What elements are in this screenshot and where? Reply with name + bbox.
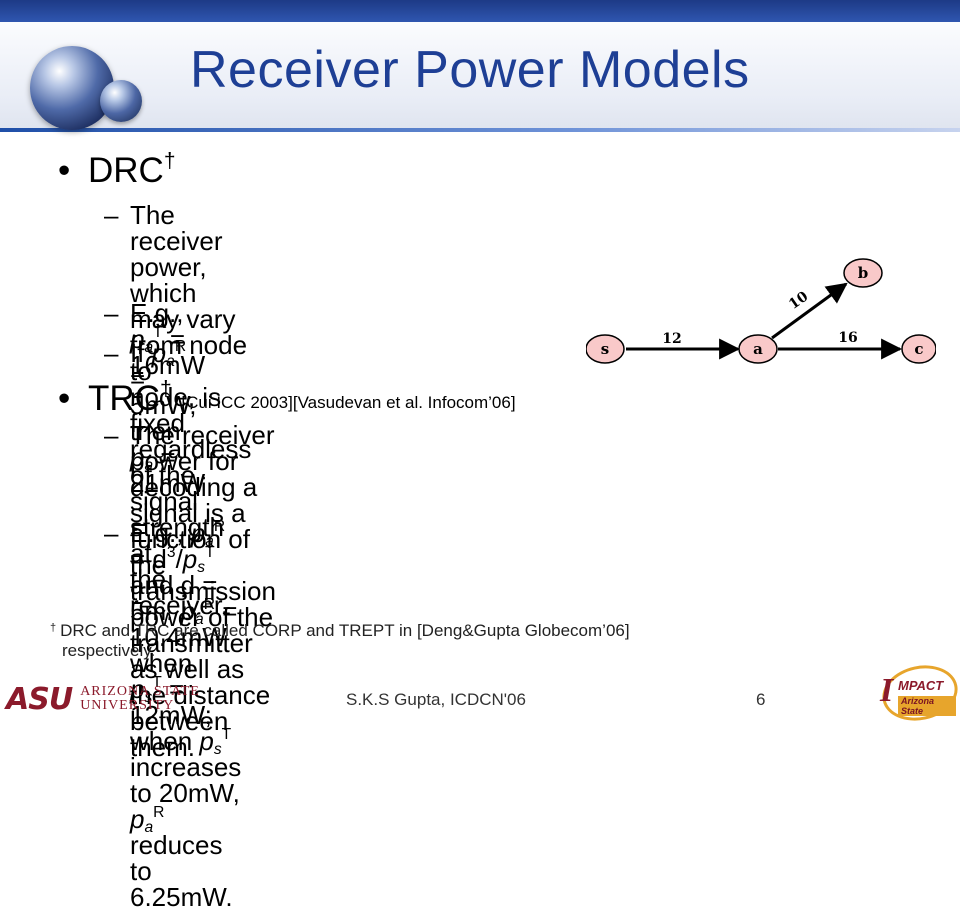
node-s-label: s [601,340,609,358]
superscript: T [152,674,162,692]
impact-logo-subtitle: Arizona State [898,696,956,716]
text-run: = 5mW, then [130,364,197,446]
node-b-label: b [858,264,869,282]
asu-logo: ASU ARIZONA STATE UNIVERSITY [6,681,200,717]
drc-label: DRC [88,151,164,190]
footnote-line-1: DRC and TRC are called CORP and TREPT in… [60,621,630,640]
footnote-line-2: respectively. [62,641,156,660]
edge-a-b-label: 10 [786,288,811,312]
edge-a-b [771,282,848,340]
bullet-drc-text: DRC† [88,149,176,190]
symbol-p: p [182,544,198,574]
text-line: The receiver power, which may vary from … [130,200,248,386]
symbol-p: p [180,596,196,626]
dagger-mark: † [163,149,176,173]
impact-logo-word: MPACT [898,678,944,693]
superscript: R [174,338,187,356]
text-line: node, is fixed regardless of the signal … [130,382,252,568]
subscript: s [144,688,153,706]
bullet-marker: • [58,379,71,418]
node-a-label: a [753,340,763,358]
decorative-orb-large [30,46,114,130]
symbol-p: p [190,518,206,548]
superscript: R [213,518,226,536]
symbol-p: p [130,442,145,472]
dash-marker: – [104,518,119,548]
text-run: and d = 5m. [130,570,218,626]
text-run: = 16mW [130,324,206,380]
dagger-mark: † [159,377,172,401]
superscript: R [153,804,165,822]
text-line: function of the transmission power of th… [130,524,276,658]
text-line: The receiver power for decoding a signal… [130,420,275,528]
superscript: 3 [166,544,176,562]
page-number: 6 [756,690,766,709]
text-run: increases to 20mW, [130,752,242,808]
header-divider [0,128,960,132]
slide-body: • DRC† – The receiver power, which may v… [50,149,936,910]
superscript: T [153,324,163,342]
text-line: E.g., paR = d3/psT and d = 5m. paR = 10.… [130,518,241,678]
superscript: T [221,726,232,744]
bullet-marker: • [58,151,71,190]
symbol-p: p [130,674,145,704]
text-run: = 21mW [130,442,206,498]
top-band [0,0,960,22]
text-line: the receiver. [130,564,229,620]
impact-logo-initial: I [880,672,894,709]
asu-logo-line-1: ARIZONA STATE [80,684,200,699]
dash-marker: – [104,338,119,368]
subscript: a [166,352,175,370]
drc-item-2-text: E.g., paT = 16mW [130,300,205,378]
slide-title: Receiver Power Models [190,41,750,99]
subscript: a [195,610,204,628]
symbol-p: p [130,324,145,354]
node-b [843,258,883,288]
text-run: = 10.4mW when [130,596,238,678]
drc-item-3-text: If paR = 5mW, then pa = 21mW [130,338,206,498]
trc-reference: [Cui ICC 2003][Vasudevan et al. Infocom’… [181,393,516,412]
text-run: / [175,544,183,574]
edge-a-c-label: 16 [838,330,857,346]
text-line: reduces to 6.25mW. [130,830,233,912]
subscript: a [144,456,154,474]
text-run: If [130,338,152,368]
symbol-p: p [130,804,145,834]
asu-logo-line-2: UNIVERSITY [80,698,175,713]
title-header [0,22,960,130]
asu-logo-letters: ASU [6,681,73,717]
node-a [738,334,778,364]
superscript: R [203,596,215,614]
footer-author: S.K.S Gupta, ICDCN'06 [346,690,526,709]
trc-item-2-text: E.g., paR = d3/psT and d = 5m. paR = 10.… [130,518,242,912]
dash-marker: – [104,298,119,328]
trc-label: TRC [88,379,160,418]
edge-s-a-label: 12 [662,331,681,347]
drc-item-1-text: The receiver power, which may vary from … [130,202,251,618]
subscript: a [144,338,154,356]
text-run: = d [130,544,167,574]
subscript: a [205,532,214,550]
node-s [586,334,625,364]
decorative-orb-small [100,80,142,122]
asu-logo-name: ARIZONA STATE UNIVERSITY [80,685,200,713]
node-c [901,334,936,364]
dash-marker: – [104,420,119,450]
bullet-trc-text: TRC† [Cui ICC 2003][Vasudevan et al. Inf… [88,377,516,422]
text-run: E.g., [130,518,191,548]
node-c-label: c [914,340,923,358]
subscript: s [197,558,206,576]
symbol-p: p [151,338,167,368]
superscript: T [205,544,215,562]
impact-logo: I MPACT Arizona State [877,658,960,728]
footnote-mark: † [50,622,57,634]
footnote: †DRC and TRC are called CORP and TREPT i… [50,618,810,661]
dash-marker: – [104,200,119,230]
network-diagram: s a b c 12 10 16 [586,258,936,364]
text-run: E.g., [130,298,184,328]
